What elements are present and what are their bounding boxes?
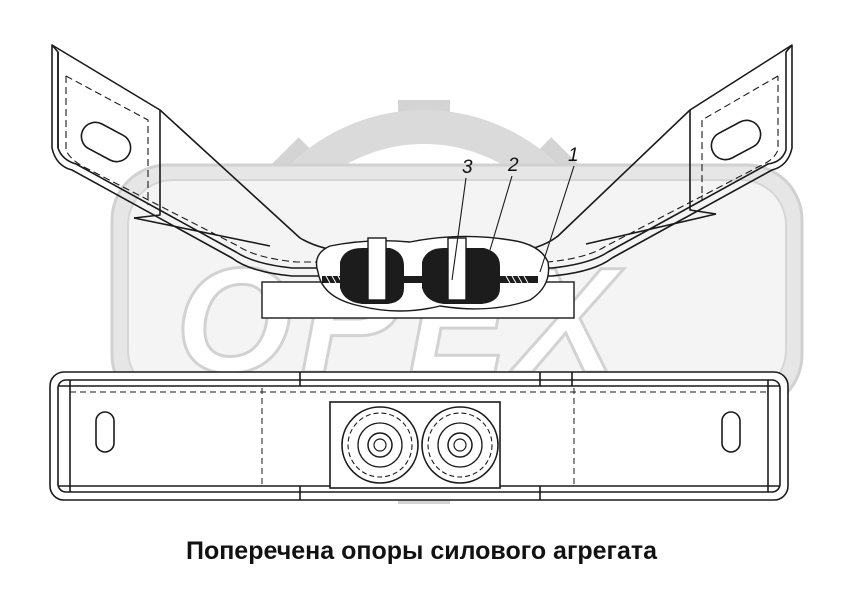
crossmember-side-view	[49, 371, 789, 501]
bottom-cushion-right	[421, 406, 499, 484]
section-cutout	[315, 235, 550, 312]
left-slot-hole	[80, 121, 132, 163]
right-slot-hole	[710, 119, 762, 161]
bottom-mount-plate	[329, 401, 501, 489]
bottom-right-slot	[721, 411, 741, 453]
callout-label-1: 1	[568, 145, 579, 166]
sleeve-left	[367, 237, 387, 301]
crossmember-top-view	[51, 44, 793, 277]
bottom-cushion-left	[341, 406, 419, 484]
callout-label-2: 2	[507, 155, 519, 176]
diagram-caption: Поперечена опоры силового агрегата	[185, 537, 658, 565]
sleeve-right	[447, 237, 467, 301]
callout-label-3: 3	[462, 157, 473, 178]
bottom-left-slot	[95, 411, 115, 453]
